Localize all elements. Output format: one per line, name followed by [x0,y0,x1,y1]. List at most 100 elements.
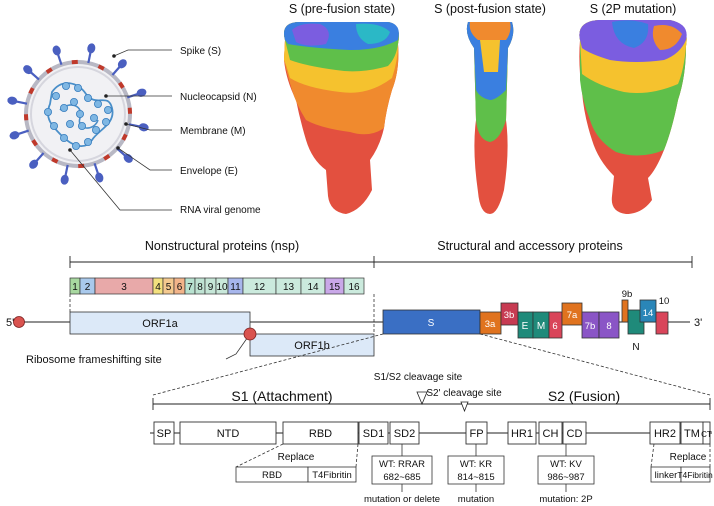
gene-3b-label: 3b [504,310,515,321]
nsp-label: 7 [187,282,193,293]
structure-prefusion-image [284,22,399,214]
membrane-protein [118,81,125,89]
replace2-title: Replace [670,452,707,463]
spike-protein [126,88,147,99]
membrane-protein [28,87,35,95]
nsp-label: 16 [348,282,360,293]
nsp-label: 1 [72,282,78,293]
spike-protein [29,152,45,169]
spike-protein [60,164,69,185]
gene-s-label: S [428,318,435,329]
replace1-rbd: RBD [262,470,282,481]
domain-rbd: RBD [282,421,359,445]
nsp-8: 8 [194,277,206,295]
nsp-14: 14 [300,277,326,295]
virion-illustration [7,43,149,185]
membrane-protein [23,114,29,121]
replace2-t4: T4Fibritin [677,470,713,480]
nsp-label: 8 [197,282,203,293]
nsp-label: 12 [254,282,266,293]
domain-label: TM [684,428,700,440]
spike-protein [87,43,96,64]
note3-caption: mutation: 2P [539,494,592,505]
nsp-7: 7 [184,277,196,295]
orf1a-label: ORF1a [142,318,178,330]
nsp-label: 10 [216,282,228,293]
domain-ntd: NTD [179,421,277,445]
membrane-proteins [23,59,133,169]
gene-8-label: 8 [606,321,611,332]
s1s2-site-label: S1/S2 cleavage site [374,372,463,383]
membrane-protein [103,154,111,161]
nsp-16: 16 [343,277,365,295]
domain-label: SD2 [394,428,415,440]
domain-label: SD1 [363,428,384,440]
domain-label: CT [701,430,712,439]
spike-proteins [7,43,149,185]
nucleocapsid-bead [84,94,93,103]
rna-genome-strand [47,82,114,148]
note3-line2: 986~987 [547,472,584,483]
virion-membrane-inner [30,66,126,162]
gene-14-label: 14 [643,308,654,319]
membrane-protein [97,64,105,71]
nucleocapsid-bead [72,141,81,150]
domain-label: SP [157,428,172,440]
gene-7a-label: 7a [567,310,578,321]
nsp-label: 3 [121,282,127,293]
note2-line1: WT: KR [460,459,492,470]
domain-ch: CH [538,421,563,445]
nucleocapsid-bead [78,122,87,131]
structural-genes: S 3a 3b E M 6 7a 7b 8 9b 14 N 10 [382,289,670,353]
label-nucleocapsid: Nucleocapsid (N) [180,92,257,103]
label-rna-genome: RNA viral genome [180,205,261,216]
membrane-protein [121,133,128,141]
spike-protein [116,147,133,163]
gene-8 [598,311,620,339]
note1-caption: mutation or delete [364,494,440,505]
nucleocapsid-bead [94,100,103,109]
domain-label: HR1 [511,428,533,440]
domain-fp: FP [465,421,488,445]
nsp-1: 1 [69,277,81,295]
note1-line2: 682~685 [383,472,420,483]
note2-line2: 814~815 [457,472,494,483]
nsp-4: 4 [152,277,164,295]
frameshift-label: Ribosome frameshifting site [26,354,162,366]
s1-title: S1 (Attachment) [231,388,332,404]
nucleocapsid-bead [84,137,93,146]
frameshift-callout: Ribosome frameshifting site [26,327,257,366]
note2-caption: mutation [458,494,494,505]
s1s2-cleavage-marker [416,391,428,406]
nsp-label: 9 [208,282,214,293]
frameshift-marker [243,327,257,341]
nucleocapsid-bead [44,108,53,117]
nsp-5: 5 [162,277,175,295]
note3-line1: WT: KV [550,459,582,470]
nsp-11: 11 [227,277,244,295]
gene-10-label: 10 [659,296,670,307]
replace2-linker: linker [655,470,678,481]
title-2p: S (2P mutation) [590,2,677,16]
nsp-label: 15 [329,282,341,293]
nsp-3: 3 [94,277,154,295]
gene-10 [655,311,669,335]
membrane-protein [51,157,59,164]
spike-protein [52,45,63,66]
nsp-6: 6 [173,277,186,295]
membrane-protein [31,139,38,147]
nsp-13: 13 [275,277,302,295]
nucleocapsid-beads [44,82,113,150]
nsp-title: Nonstructural proteins (nsp) [145,239,299,253]
s2-site-label: S2' cleavage site [426,388,502,399]
genome-headers: Nonstructural proteins (nsp) Structural … [69,239,693,268]
domain-sd2: SD2 [389,421,420,445]
spike-protein [111,59,127,76]
replace-tail-group: Replace linker T4Fibritin [650,443,713,483]
structural-title: Structural and accessory proteins [437,239,623,253]
title-postfusion: S (post-fusion state) [434,2,546,16]
nucleocapsid-bead [92,126,101,135]
